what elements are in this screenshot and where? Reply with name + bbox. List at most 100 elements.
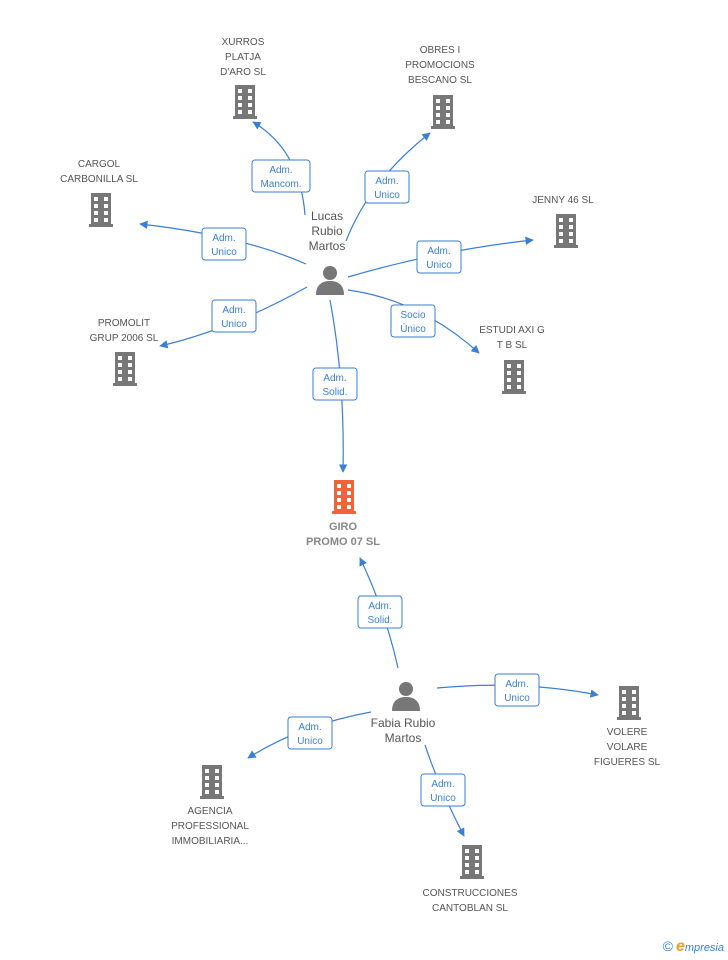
company-label-construcciones: CONSTRUCCIONES CANTOBLAN SL bbox=[422, 888, 517, 914]
building-icon bbox=[460, 845, 484, 879]
role-badge-box bbox=[494, 673, 540, 707]
company-node-jenny[interactable]: JENNY 46 SL bbox=[532, 195, 594, 248]
role-badge-box bbox=[211, 299, 257, 333]
company-node-estudi[interactable]: ESTUDI AXI G T B SL bbox=[479, 325, 545, 394]
role-badge-lucas-promolit: Adm. Unico bbox=[211, 299, 257, 333]
company-label-volere-line: VOLARE bbox=[607, 742, 648, 753]
relation-edge-lucas-xurros bbox=[252, 121, 306, 216]
role-badge-lucas-cargol: Adm. Unico bbox=[201, 227, 247, 261]
role-badge-text: Único bbox=[400, 322, 426, 335]
person-label-fabia-line: Fabia Rubio bbox=[371, 716, 436, 730]
role-badge-fabia-construcciones: Adm. Unico bbox=[420, 773, 466, 807]
building-icon bbox=[233, 85, 257, 119]
building-icon bbox=[89, 193, 113, 227]
copyright-icon: © bbox=[662, 938, 673, 954]
role-badge-lucas-obres: Adm.Unico bbox=[364, 170, 410, 204]
person-label-lucas-line: Martos bbox=[309, 239, 346, 253]
role-badge-text: Unico bbox=[504, 693, 530, 704]
company-label-obres-line: BESCANO SL bbox=[408, 75, 472, 86]
building-icon bbox=[554, 214, 578, 248]
company-label-agencia-line: AGENCIA bbox=[187, 806, 232, 817]
company-label-agencia: AGENCIAPROFESSIONALIMMOBILIARIA... bbox=[171, 806, 249, 847]
role-badge-text: Adm. bbox=[323, 373, 346, 384]
role-badge-box bbox=[312, 367, 358, 401]
role-badge-text: Adm. bbox=[505, 679, 528, 690]
building-icon bbox=[200, 765, 224, 799]
company-label-cargol: CARGOL CARBONILLA SL bbox=[60, 159, 138, 185]
company-label-estudi-line: T B SL bbox=[497, 340, 528, 351]
building-icon bbox=[502, 360, 526, 394]
company-label-estudi: ESTUDI AXI G T B SL bbox=[479, 325, 545, 351]
brand-logo-initial: e bbox=[675, 938, 685, 955]
role-badge-fabia-volere: Adm. Unico bbox=[494, 673, 540, 707]
company-label-cargol-line: CARGOL bbox=[78, 159, 121, 170]
role-badge-text: Unico bbox=[297, 736, 323, 747]
role-badge-text: Adm. bbox=[222, 305, 245, 316]
company-label-xurros-line: XURROS bbox=[222, 37, 265, 48]
brand-logo-name: mpresia bbox=[684, 942, 724, 954]
role-badge-text: Adm. bbox=[427, 246, 450, 257]
company-label-giro-line: PROMO 07 SL bbox=[306, 536, 380, 548]
company-node-giro[interactable]: GIRO PROMO 07 SL bbox=[306, 480, 380, 548]
company-label-cargol-line: CARBONILLA SL bbox=[60, 174, 138, 185]
company-label-agencia-line: PROFESSIONAL bbox=[171, 821, 249, 832]
role-badge-box bbox=[251, 159, 311, 193]
company-label-construcciones-line: CANTOBLAN SL bbox=[432, 903, 508, 914]
role-badge-text: Mancom. bbox=[260, 179, 301, 190]
role-badge-text: Socio bbox=[400, 310, 425, 321]
role-badge-text: Adm. bbox=[269, 165, 292, 176]
role-badge-text: Unico bbox=[430, 793, 456, 804]
role-badge-text: Adm. bbox=[375, 176, 398, 187]
building-icon bbox=[113, 352, 137, 386]
company-label-promolit-line: GRUP 2006 SL bbox=[90, 333, 159, 344]
role-badge-box bbox=[287, 716, 333, 750]
company-label-giro-line: GIRO bbox=[329, 521, 358, 533]
building-icon bbox=[617, 686, 641, 720]
company-label-xurros-line: PLATJA bbox=[225, 52, 261, 63]
role-badge-text: Adm. bbox=[212, 233, 235, 244]
company-node-cargol[interactable]: CARGOL CARBONILLA SL bbox=[60, 159, 138, 227]
building-icon bbox=[431, 95, 455, 129]
role-badge-box bbox=[416, 240, 462, 274]
person-icon bbox=[392, 682, 420, 711]
role-badge-text: Unico bbox=[221, 319, 247, 330]
company-label-construcciones-line: CONSTRUCCIONES bbox=[422, 888, 517, 899]
person-label-lucas-line: Lucas bbox=[311, 209, 343, 223]
role-badge-box bbox=[390, 304, 436, 338]
person-label-lucas-line: Rubio bbox=[311, 224, 343, 238]
person-label-fabia-line: Martos bbox=[385, 731, 422, 745]
company-label-obres-line: PROMOCIONS bbox=[405, 60, 475, 71]
company-label-volere-line: VOLERE bbox=[607, 727, 648, 738]
role-badge-text: Adm. bbox=[368, 601, 391, 612]
role-badge-box bbox=[364, 170, 410, 204]
company-node-obres[interactable]: OBRES I PROMOCIONS BESCANO SL bbox=[405, 45, 475, 129]
company-node-construcciones[interactable]: CONSTRUCCIONES CANTOBLAN SL bbox=[422, 845, 518, 914]
role-badge-text: Unico bbox=[211, 247, 237, 258]
role-badge-text: Solid. bbox=[367, 615, 392, 626]
role-badge-lucas-xurros: Adm. Mancom. bbox=[251, 159, 311, 193]
company-label-estudi-line: ESTUDI AXI G bbox=[479, 325, 545, 336]
role-badge-lucas-jenny: Adm. Unico bbox=[416, 240, 462, 274]
person-icon bbox=[316, 266, 344, 295]
company-node-agencia[interactable]: AGENCIAPROFESSIONALIMMOBILIARIA... bbox=[171, 765, 249, 847]
role-badge-text: Unico bbox=[426, 260, 452, 271]
building-icon bbox=[332, 480, 356, 514]
company-label-obres-line: OBRES I bbox=[420, 45, 461, 56]
company-label-obres: OBRES I PROMOCIONS BESCANO SL bbox=[405, 45, 475, 86]
role-badge-text: Adm. bbox=[431, 779, 454, 790]
company-label-jenny: JENNY 46 SL bbox=[532, 195, 594, 206]
role-badge-box bbox=[357, 595, 403, 629]
company-label-jenny-line: JENNY 46 SL bbox=[532, 195, 594, 206]
